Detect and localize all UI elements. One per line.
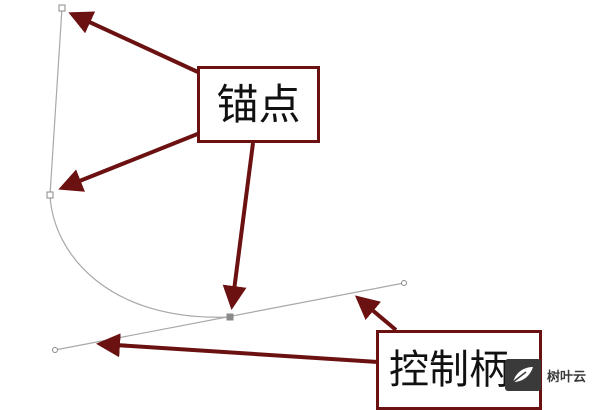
arrow-to-anchor-middle xyxy=(58,131,201,192)
arrow-to-anchor-bottom xyxy=(222,142,255,310)
leaf-logo-icon xyxy=(505,359,541,391)
arrow-to-anchor-top xyxy=(68,11,201,75)
anchor-point-bottom xyxy=(226,313,234,321)
anchor-point-label: 锚点 xyxy=(216,79,301,129)
anchor-point-callout: 锚点 xyxy=(197,66,320,143)
arrow-to-handle-left xyxy=(96,333,379,364)
watermark-text: 树叶云 xyxy=(547,369,587,385)
anchor-point-middle xyxy=(46,191,54,199)
control-handle-label: 控制柄 xyxy=(389,347,509,393)
arrow-to-handle-right xyxy=(354,295,398,332)
control-handle-end-left xyxy=(52,347,58,353)
control-handle-end-right xyxy=(401,280,407,286)
watermark: 树叶云 xyxy=(505,358,597,392)
anchor-point-top xyxy=(58,4,66,12)
bezier-path xyxy=(49,7,231,318)
